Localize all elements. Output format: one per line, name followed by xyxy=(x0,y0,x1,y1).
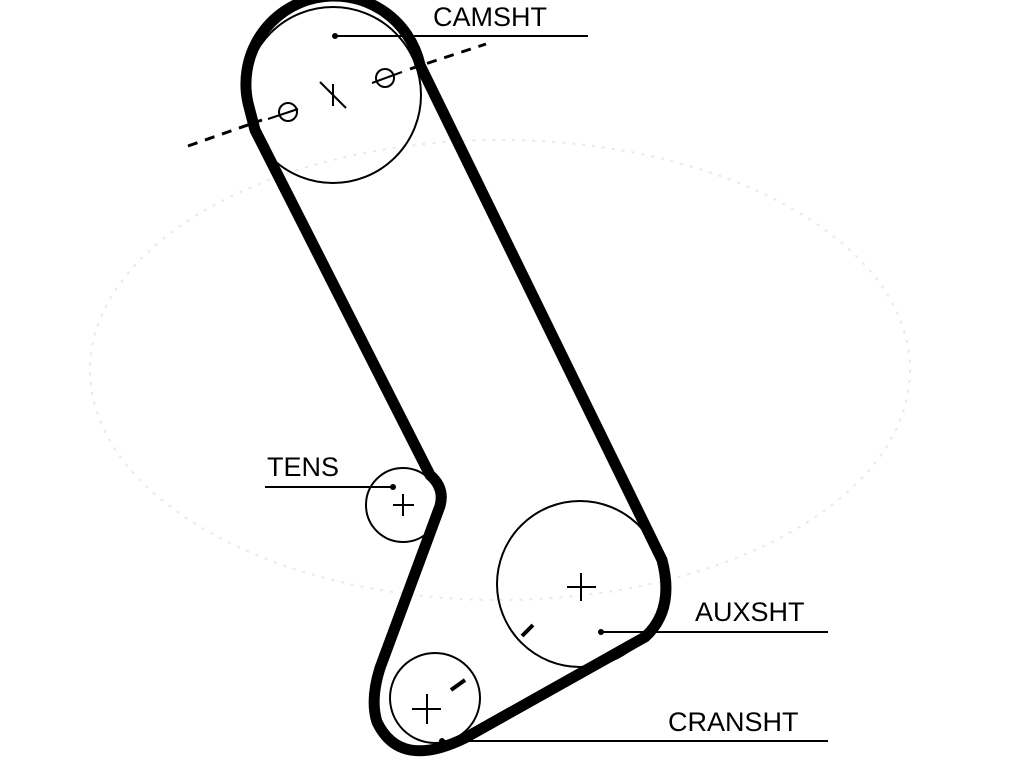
tensioner-leader-dot xyxy=(390,484,396,490)
auxiliary-leader-dot xyxy=(598,629,604,635)
camshaft-leader-dot xyxy=(332,33,338,39)
crankshaft-pulley xyxy=(389,652,481,744)
watermark-ellipse xyxy=(89,139,911,601)
camshaft-label: CAMSHT xyxy=(433,2,547,32)
timing-reference-line xyxy=(187,42,487,148)
crankshaft-leader-dot xyxy=(439,738,445,744)
auxiliary-label: AUXSHT xyxy=(695,597,805,627)
tensioner-label: TENS xyxy=(267,452,339,482)
timing-belt xyxy=(240,0,672,757)
camshaft-pulley xyxy=(244,6,422,184)
leader-lines xyxy=(265,33,828,744)
crankshaft-label: CRANSHT xyxy=(668,707,799,737)
auxiliary-pulley xyxy=(496,500,664,668)
tensioner-pulley xyxy=(365,467,441,543)
